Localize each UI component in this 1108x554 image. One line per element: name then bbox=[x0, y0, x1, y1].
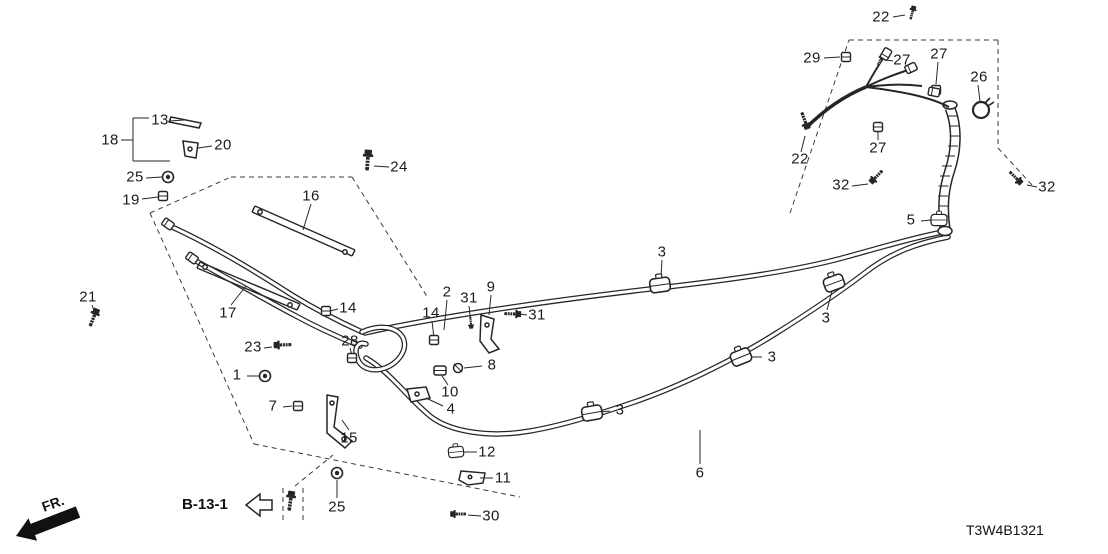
clip-icon bbox=[428, 334, 440, 346]
clip-icon bbox=[320, 305, 332, 317]
callout-1: 1 bbox=[232, 366, 242, 384]
callout-15: 15 bbox=[340, 429, 358, 447]
bolt-icon bbox=[1006, 168, 1025, 187]
ring-clamp-icon bbox=[971, 96, 996, 120]
callout-21: 21 bbox=[79, 288, 97, 306]
callout-11: 11 bbox=[494, 469, 512, 487]
callout-25: 25 bbox=[328, 498, 346, 516]
bolt-icon bbox=[503, 308, 522, 319]
bolt-icon bbox=[361, 148, 375, 172]
clip-icon bbox=[872, 121, 884, 133]
callout-29: 29 bbox=[803, 49, 821, 67]
front-direction-label: FR. bbox=[40, 492, 67, 515]
callout-7: 7 bbox=[268, 397, 278, 415]
grommet-icon bbox=[330, 466, 344, 480]
bracket-parts bbox=[167, 116, 501, 486]
callout-9: 9 bbox=[486, 278, 496, 296]
clip-icon bbox=[292, 400, 304, 412]
diagram-code: T3W4B1321 bbox=[966, 522, 1044, 538]
callout-31: 31 bbox=[460, 289, 478, 307]
callout-8: 8 bbox=[487, 356, 497, 374]
callout-2: 2 bbox=[442, 283, 452, 301]
corrugated-tube bbox=[937, 100, 961, 237]
callout-13: 13 bbox=[151, 111, 169, 129]
detail-arrow-icon bbox=[244, 492, 273, 518]
bolt-icon bbox=[283, 489, 298, 512]
callout-32: 32 bbox=[832, 176, 850, 194]
dashed-outline bbox=[149, 39, 1034, 524]
clip-icon bbox=[157, 190, 169, 202]
callout-25: 25 bbox=[126, 168, 144, 186]
callout-27: 27 bbox=[869, 139, 887, 157]
callout-4: 4 bbox=[446, 400, 456, 418]
clamp-icon bbox=[447, 442, 465, 459]
clamp-icon bbox=[579, 399, 604, 423]
callout-30: 30 bbox=[482, 507, 500, 525]
bolt-icon bbox=[797, 110, 813, 132]
grommet-icon bbox=[258, 369, 272, 383]
connector-icon bbox=[927, 86, 941, 98]
callout-3: 3 bbox=[767, 348, 777, 366]
callout-27: 27 bbox=[893, 51, 911, 69]
callout-28: 28 bbox=[341, 332, 359, 350]
callout-14: 14 bbox=[339, 299, 357, 317]
callout-3: 3 bbox=[657, 243, 667, 261]
callout-27: 27 bbox=[930, 45, 948, 63]
clip-icon bbox=[840, 51, 852, 63]
front-arrow-icon bbox=[16, 506, 81, 541]
callout-16: 16 bbox=[302, 187, 320, 205]
callout-12: 12 bbox=[478, 443, 496, 461]
bolt-icon bbox=[449, 509, 467, 519]
bolt-icon bbox=[273, 339, 292, 351]
detail-ref-label: B-13-1 bbox=[182, 496, 228, 513]
bolt-icon bbox=[906, 4, 918, 21]
mounting-stays bbox=[196, 205, 356, 311]
bolt-icon bbox=[467, 316, 475, 330]
callout-17: 17 bbox=[219, 304, 237, 322]
callout-5: 5 bbox=[906, 211, 916, 229]
callout-18: 18 bbox=[101, 131, 119, 149]
callout-3: 3 bbox=[821, 309, 831, 327]
bolt-icon bbox=[867, 167, 886, 186]
grommet-icon bbox=[161, 170, 175, 184]
callout-19: 19 bbox=[122, 191, 140, 209]
clip-icon bbox=[346, 352, 358, 364]
fuel-pipes bbox=[167, 223, 951, 437]
callout-22: 22 bbox=[872, 8, 890, 26]
callout-14: 14 bbox=[422, 304, 440, 322]
callout-22: 22 bbox=[791, 150, 809, 168]
callout-10: 10 bbox=[441, 383, 459, 401]
callout-32: 32 bbox=[1038, 178, 1056, 196]
clamp-icon bbox=[647, 271, 672, 295]
callout-31: 31 bbox=[528, 306, 546, 324]
callout-23: 23 bbox=[244, 338, 262, 356]
callout-20: 20 bbox=[214, 136, 232, 154]
leader-lines bbox=[91, 14, 1038, 517]
callout-26: 26 bbox=[970, 68, 988, 86]
callout-24: 24 bbox=[390, 158, 408, 176]
group-bracket-18 bbox=[121, 117, 170, 162]
callout-6: 6 bbox=[695, 464, 705, 482]
bolt-icon bbox=[85, 306, 102, 329]
wire-harness bbox=[804, 56, 950, 130]
callout-3: 3 bbox=[615, 401, 625, 419]
